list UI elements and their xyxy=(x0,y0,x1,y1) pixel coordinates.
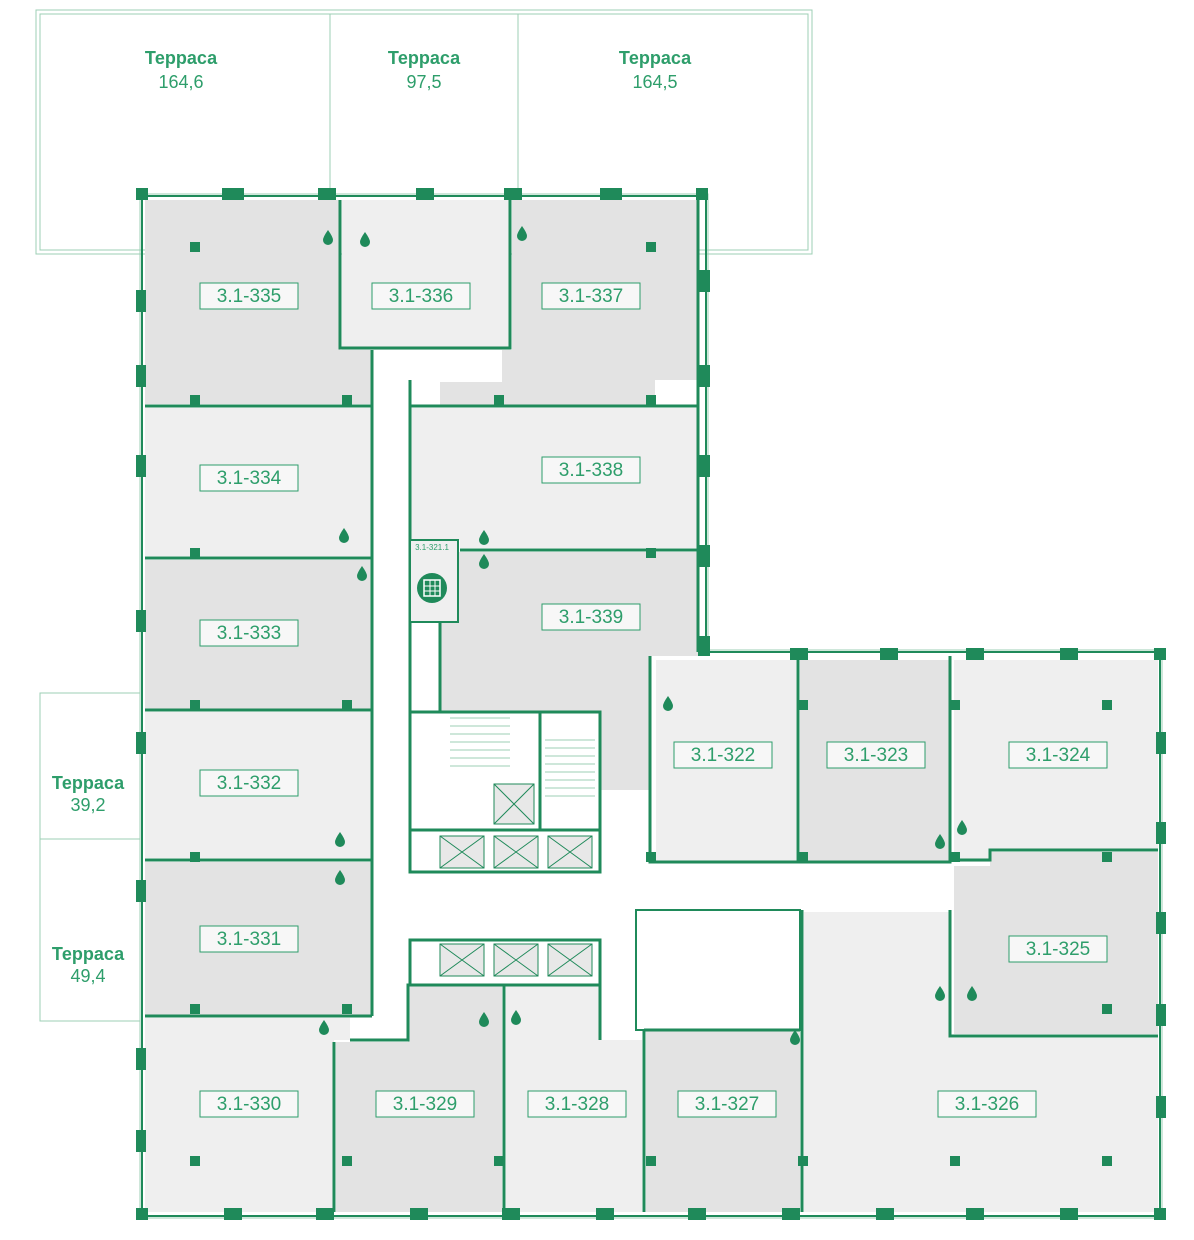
room-339[interactable]: 3.1-339 xyxy=(541,603,641,631)
room-335[interactable]: 3.1-335 xyxy=(199,282,299,310)
room-323[interactable]: 3.1-323 xyxy=(826,741,926,769)
room-333-label: 3.1-333 xyxy=(217,623,281,644)
terrace-name-4: Терраса xyxy=(52,773,125,793)
stairs-icon xyxy=(450,717,595,797)
room-322[interactable]: 3.1-322 xyxy=(673,741,773,769)
room-337-label: 3.1-337 xyxy=(559,286,623,307)
room-336[interactable]: 3.1-336 xyxy=(371,282,471,310)
room-337[interactable]: 3.1-337 xyxy=(541,282,641,310)
room-327-label: 3.1-327 xyxy=(695,1094,759,1115)
rooms-fills xyxy=(145,200,1158,1212)
room-326[interactable]: 3.1-326 xyxy=(937,1090,1037,1118)
small-room: 3.1-321.1 xyxy=(409,539,459,623)
room-324-label: 3.1-324 xyxy=(1026,745,1091,766)
room-323-label: 3.1-323 xyxy=(844,745,908,766)
room-328[interactable]: 3.1-328 xyxy=(527,1090,627,1118)
terrace-name-1: Терраса xyxy=(145,48,218,68)
room-328-label: 3.1-328 xyxy=(545,1094,609,1115)
room-330-label: 3.1-330 xyxy=(217,1094,281,1115)
terrace-labels: Терраса 164,6 Терраса 97,5 Терраса 164,5… xyxy=(52,48,692,986)
room-327[interactable]: 3.1-327 xyxy=(677,1090,777,1118)
room-338-label: 3.1-338 xyxy=(559,460,623,481)
terrace-area-2: 97,5 xyxy=(406,72,441,92)
room-338[interactable]: 3.1-338 xyxy=(541,456,641,484)
room-333[interactable]: 3.1-333 xyxy=(199,619,299,647)
terrace-area-1: 164,6 xyxy=(158,72,203,92)
water-drop-icon xyxy=(319,226,977,1045)
terrace-area-4: 39,2 xyxy=(70,795,105,815)
room-335-label: 3.1-335 xyxy=(217,286,281,307)
room-331[interactable]: 3.1-331 xyxy=(199,925,299,953)
room-324[interactable]: 3.1-324 xyxy=(1008,741,1108,769)
terrace-area-3: 164,5 xyxy=(632,72,677,92)
room-326-label: 3.1-326 xyxy=(955,1094,1019,1115)
room-339-label: 3.1-339 xyxy=(559,607,623,628)
terrace-name-2: Терраса xyxy=(388,48,461,68)
room-329-label: 3.1-329 xyxy=(393,1094,457,1115)
elevator-icon xyxy=(439,783,593,977)
room-325-label: 3.1-325 xyxy=(1026,939,1090,960)
room-336-label: 3.1-336 xyxy=(389,286,453,307)
room-334[interactable]: 3.1-334 xyxy=(199,464,299,492)
terrace-name-3: Терраса xyxy=(619,48,692,68)
room-331-label: 3.1-331 xyxy=(217,929,281,950)
room-330[interactable]: 3.1-330 xyxy=(199,1090,299,1118)
room-labels: 3.1-335 3.1-336 3.1-337 3.1-334 3.1-338 … xyxy=(199,282,1108,1118)
room-334-label: 3.1-334 xyxy=(217,468,282,489)
columns xyxy=(136,188,1166,1220)
terrace-name-5: Терраса xyxy=(52,944,125,964)
room-329[interactable]: 3.1-329 xyxy=(375,1090,475,1118)
room-332-label: 3.1-332 xyxy=(217,773,281,794)
room-332[interactable]: 3.1-332 xyxy=(199,769,299,797)
building-icon xyxy=(417,573,447,603)
terrace-area-5: 49,4 xyxy=(70,966,105,986)
small-room-label: 3.1-321.1 xyxy=(415,543,449,552)
room-325[interactable]: 3.1-325 xyxy=(1008,935,1108,963)
room-322-label: 3.1-322 xyxy=(691,745,755,766)
